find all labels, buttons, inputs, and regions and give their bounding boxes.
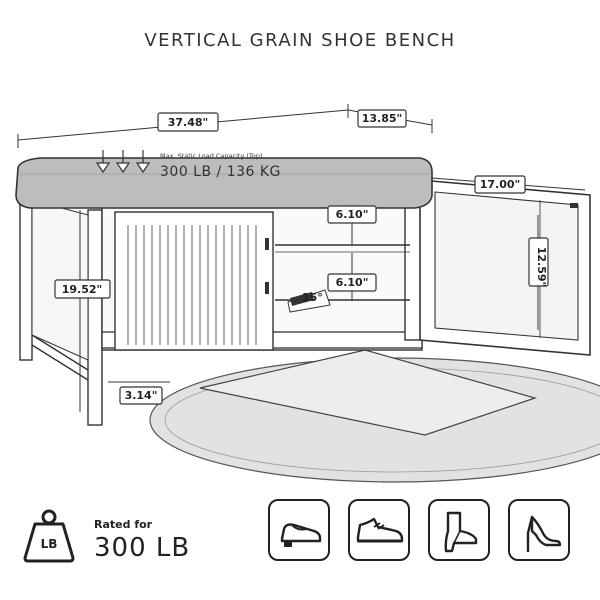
rated-for-value: 300 LB [94,533,191,563]
capacity-value: 300 LB / 136 KG [160,164,281,180]
seat-cushion [15,157,433,209]
width-dimension: 37.48" [168,116,209,129]
angle-label: 15° [302,291,323,304]
weight-icon-text: LB [41,537,58,551]
ankle-boot-icon [444,511,478,553]
capacity-label: Max. Static Load Capacity (Top) [160,152,262,160]
shelf-lower-dimension: 6.10" [336,276,369,289]
sneaker-box [348,499,410,561]
door-height-dimension: 12.59" [535,247,548,288]
high-heel-box [508,499,570,561]
ankle-boot-box [428,499,490,561]
weight-icon: LB [23,509,75,563]
vertical-slats [127,225,257,345]
high-heel-icon [526,515,562,553]
shelf-upper-dimension: 6.10" [336,208,369,221]
height-dimension: 19.52" [62,283,103,296]
depth-dimension: 13.85" [362,112,403,125]
rated-for-label: Rated for [94,518,153,531]
slipper-icon [280,523,322,547]
door-mat [199,349,538,436]
left-door [114,211,274,351]
sneaker-icon [356,517,404,543]
load-arrow-icon [95,150,151,174]
door-width-dimension: 17.00" [480,178,521,191]
leg-height-dimension: 3.14" [125,389,158,402]
rating-block: LB Rated for 300 LB [20,506,250,566]
slipper-box [268,499,330,561]
page-title: VERTICAL GRAIN SHOE BENCH [144,30,456,51]
